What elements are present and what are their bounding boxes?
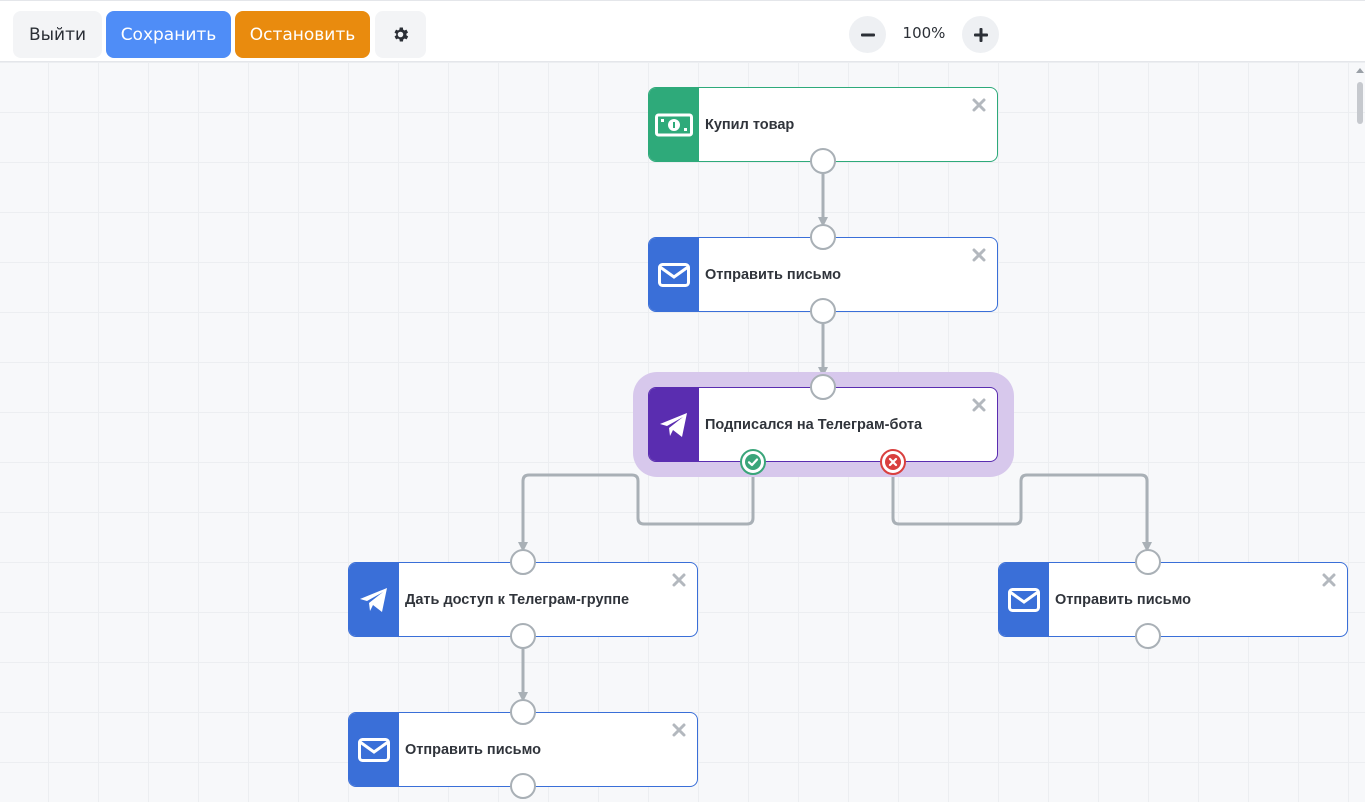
vertical-scrollbar[interactable] — [1355, 62, 1365, 802]
close-icon[interactable] — [971, 247, 987, 263]
node-title: Подписался на Телеграм-бота — [705, 416, 923, 433]
output-port[interactable] — [810, 148, 836, 174]
output-port[interactable] — [810, 298, 836, 324]
connection-line — [518, 473, 755, 552]
envelope-icon — [349, 713, 399, 786]
node-title: Отправить письмо — [705, 266, 841, 283]
fail-output-port[interactable] — [880, 449, 906, 475]
node-title: Дать доступ к Телеграм-группе — [405, 591, 630, 608]
zoom-in-button[interactable] — [962, 16, 999, 53]
cross-icon — [885, 454, 901, 470]
flow-node-send-email[interactable]: Отправить письмо — [998, 562, 1348, 637]
node-title: Отправить письмо — [1055, 591, 1191, 608]
input-port[interactable] — [510, 549, 536, 575]
input-port[interactable] — [1135, 549, 1161, 575]
node-title: Отправить письмо — [405, 741, 541, 758]
minus-icon — [860, 33, 875, 36]
scroll-up-arrow-icon[interactable] — [1356, 68, 1364, 73]
close-icon[interactable] — [971, 397, 987, 413]
connection-line — [891, 473, 1152, 552]
envelope-icon — [649, 238, 699, 311]
scroll-thumb[interactable] — [1357, 82, 1363, 124]
output-port[interactable] — [510, 623, 536, 649]
check-icon — [745, 454, 761, 470]
exit-button[interactable]: Выйти — [13, 11, 102, 58]
settings-button[interactable] — [375, 11, 426, 58]
close-icon[interactable] — [1321, 572, 1337, 588]
node-title: Купил товар — [705, 116, 795, 133]
close-icon[interactable] — [671, 722, 687, 738]
stop-button[interactable]: Остановить — [235, 11, 370, 58]
gear-icon — [394, 27, 409, 42]
zoom-level: 100% — [902, 24, 946, 42]
save-button[interactable]: Сохранить — [106, 11, 231, 58]
output-port[interactable] — [510, 773, 536, 799]
envelope-icon — [999, 563, 1049, 636]
close-icon[interactable] — [671, 572, 687, 588]
flow-node-telegram-subscribe[interactable]: Подписался на Телеграм-бота — [648, 387, 998, 462]
output-port[interactable] — [1135, 623, 1161, 649]
zoom-out-button[interactable] — [849, 16, 886, 53]
input-port[interactable] — [510, 699, 536, 725]
input-port[interactable] — [810, 374, 836, 400]
money-icon — [649, 88, 699, 161]
telegram-icon — [349, 563, 399, 636]
toolbar: Выйти Сохранить Остановить 100% — [0, 0, 1365, 62]
plus-icon — [973, 27, 988, 42]
close-icon[interactable] — [971, 97, 987, 113]
success-output-port[interactable] — [740, 449, 766, 475]
telegram-icon — [649, 388, 699, 461]
input-port[interactable] — [810, 224, 836, 250]
